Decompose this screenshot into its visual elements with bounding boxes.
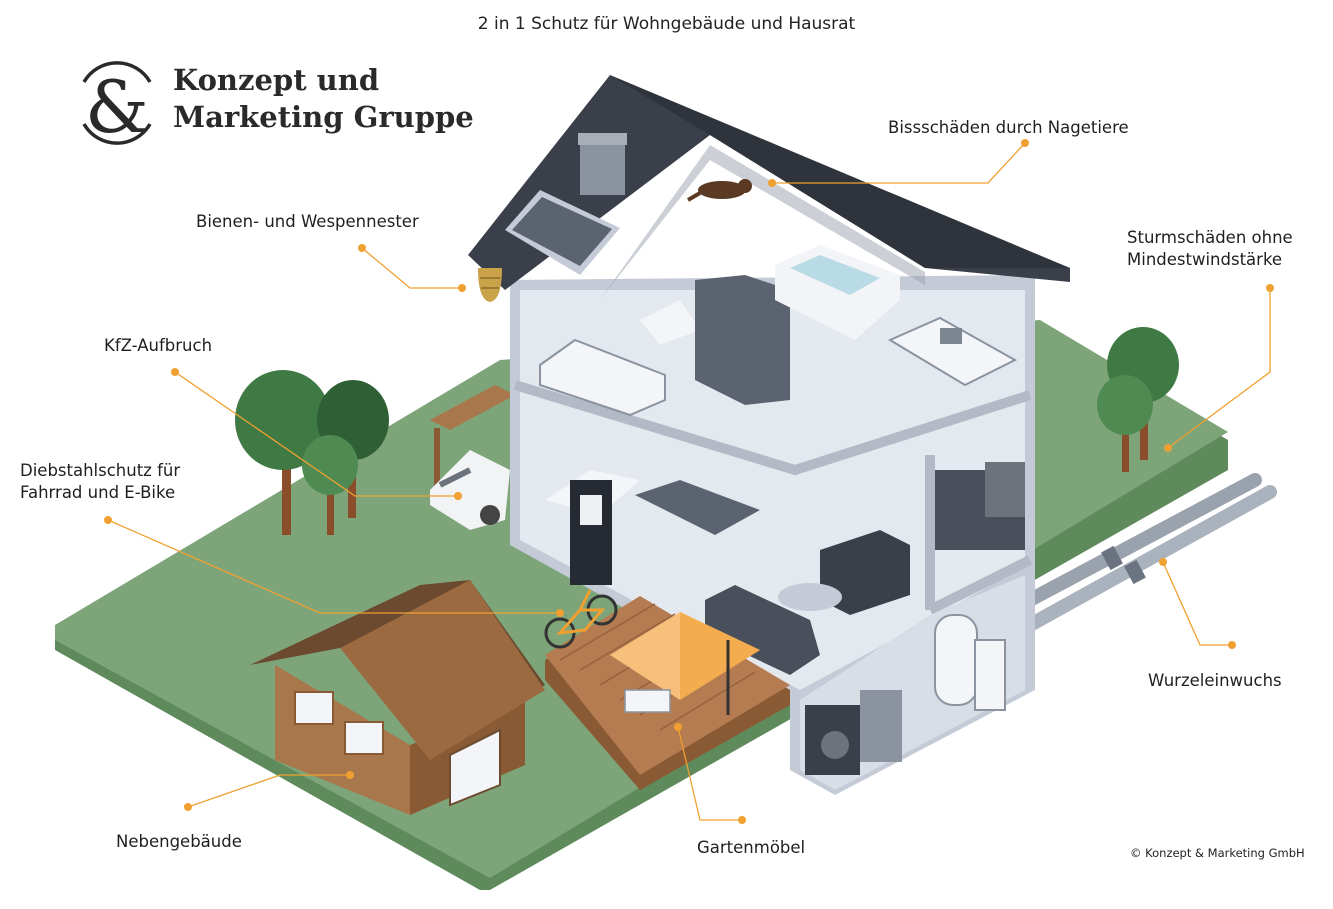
label-wurzel: Wurzeleinwuchs [1148,671,1282,690]
tree-icon [235,370,389,535]
wasp-nest-icon [478,268,502,302]
roof [468,75,1070,300]
label-diebstahl-line-2: Fahrrad und E-Bike [20,483,176,502]
copyright-text: © Konzept & Marketing GmbH [1130,846,1305,860]
label-bienen: Bienen- und Wespennester [196,212,419,231]
page-title: 2 in 1 Schutz für Wohngebäude und Hausra… [477,14,856,34]
pipe-icon [1023,473,1277,632]
label-sturm: Sturmschäden ohne Mindestwindstärke [1127,227,1293,271]
chimney [578,133,627,195]
label-diebstahl: Diebstahlschutz für Fahrrad und E-Bike [20,460,180,504]
callout-dot-icon [104,139,1274,824]
house-body [510,245,1035,795]
nebengebaeude-shed [250,580,545,815]
label-diebstahl-line-1: Diebstahlschutz für [20,461,181,480]
tree-icon [1097,327,1179,472]
label-gartenmoebel: Gartenmöbel [697,838,806,857]
logo-line-1: Konzept und [173,63,380,97]
logo-line-2: Marketing Gruppe [173,100,474,134]
label-nagetiere: Bissschäden durch Nagetiere [888,118,1129,137]
car-icon [430,385,515,530]
logo-wordmark: Konzept und Marketing Gruppe [173,62,474,136]
label-sturm-line-1: Sturmschäden ohne [1127,228,1293,247]
callout-lines [107,142,1271,821]
rodent-icon [686,179,752,202]
bicycle-icon [544,589,618,649]
umbrella-icon [610,612,760,715]
label-sturm-line-2: Mindestwindstärke [1127,250,1283,269]
label-nebengebaeude: Nebengebäude [116,832,242,851]
logo-mark-glyph: & [85,65,149,149]
ampersand-logo-icon: & [82,61,152,149]
solar-panel-icon [505,190,620,275]
label-kfz: KfZ-Aufbruch [104,336,213,355]
